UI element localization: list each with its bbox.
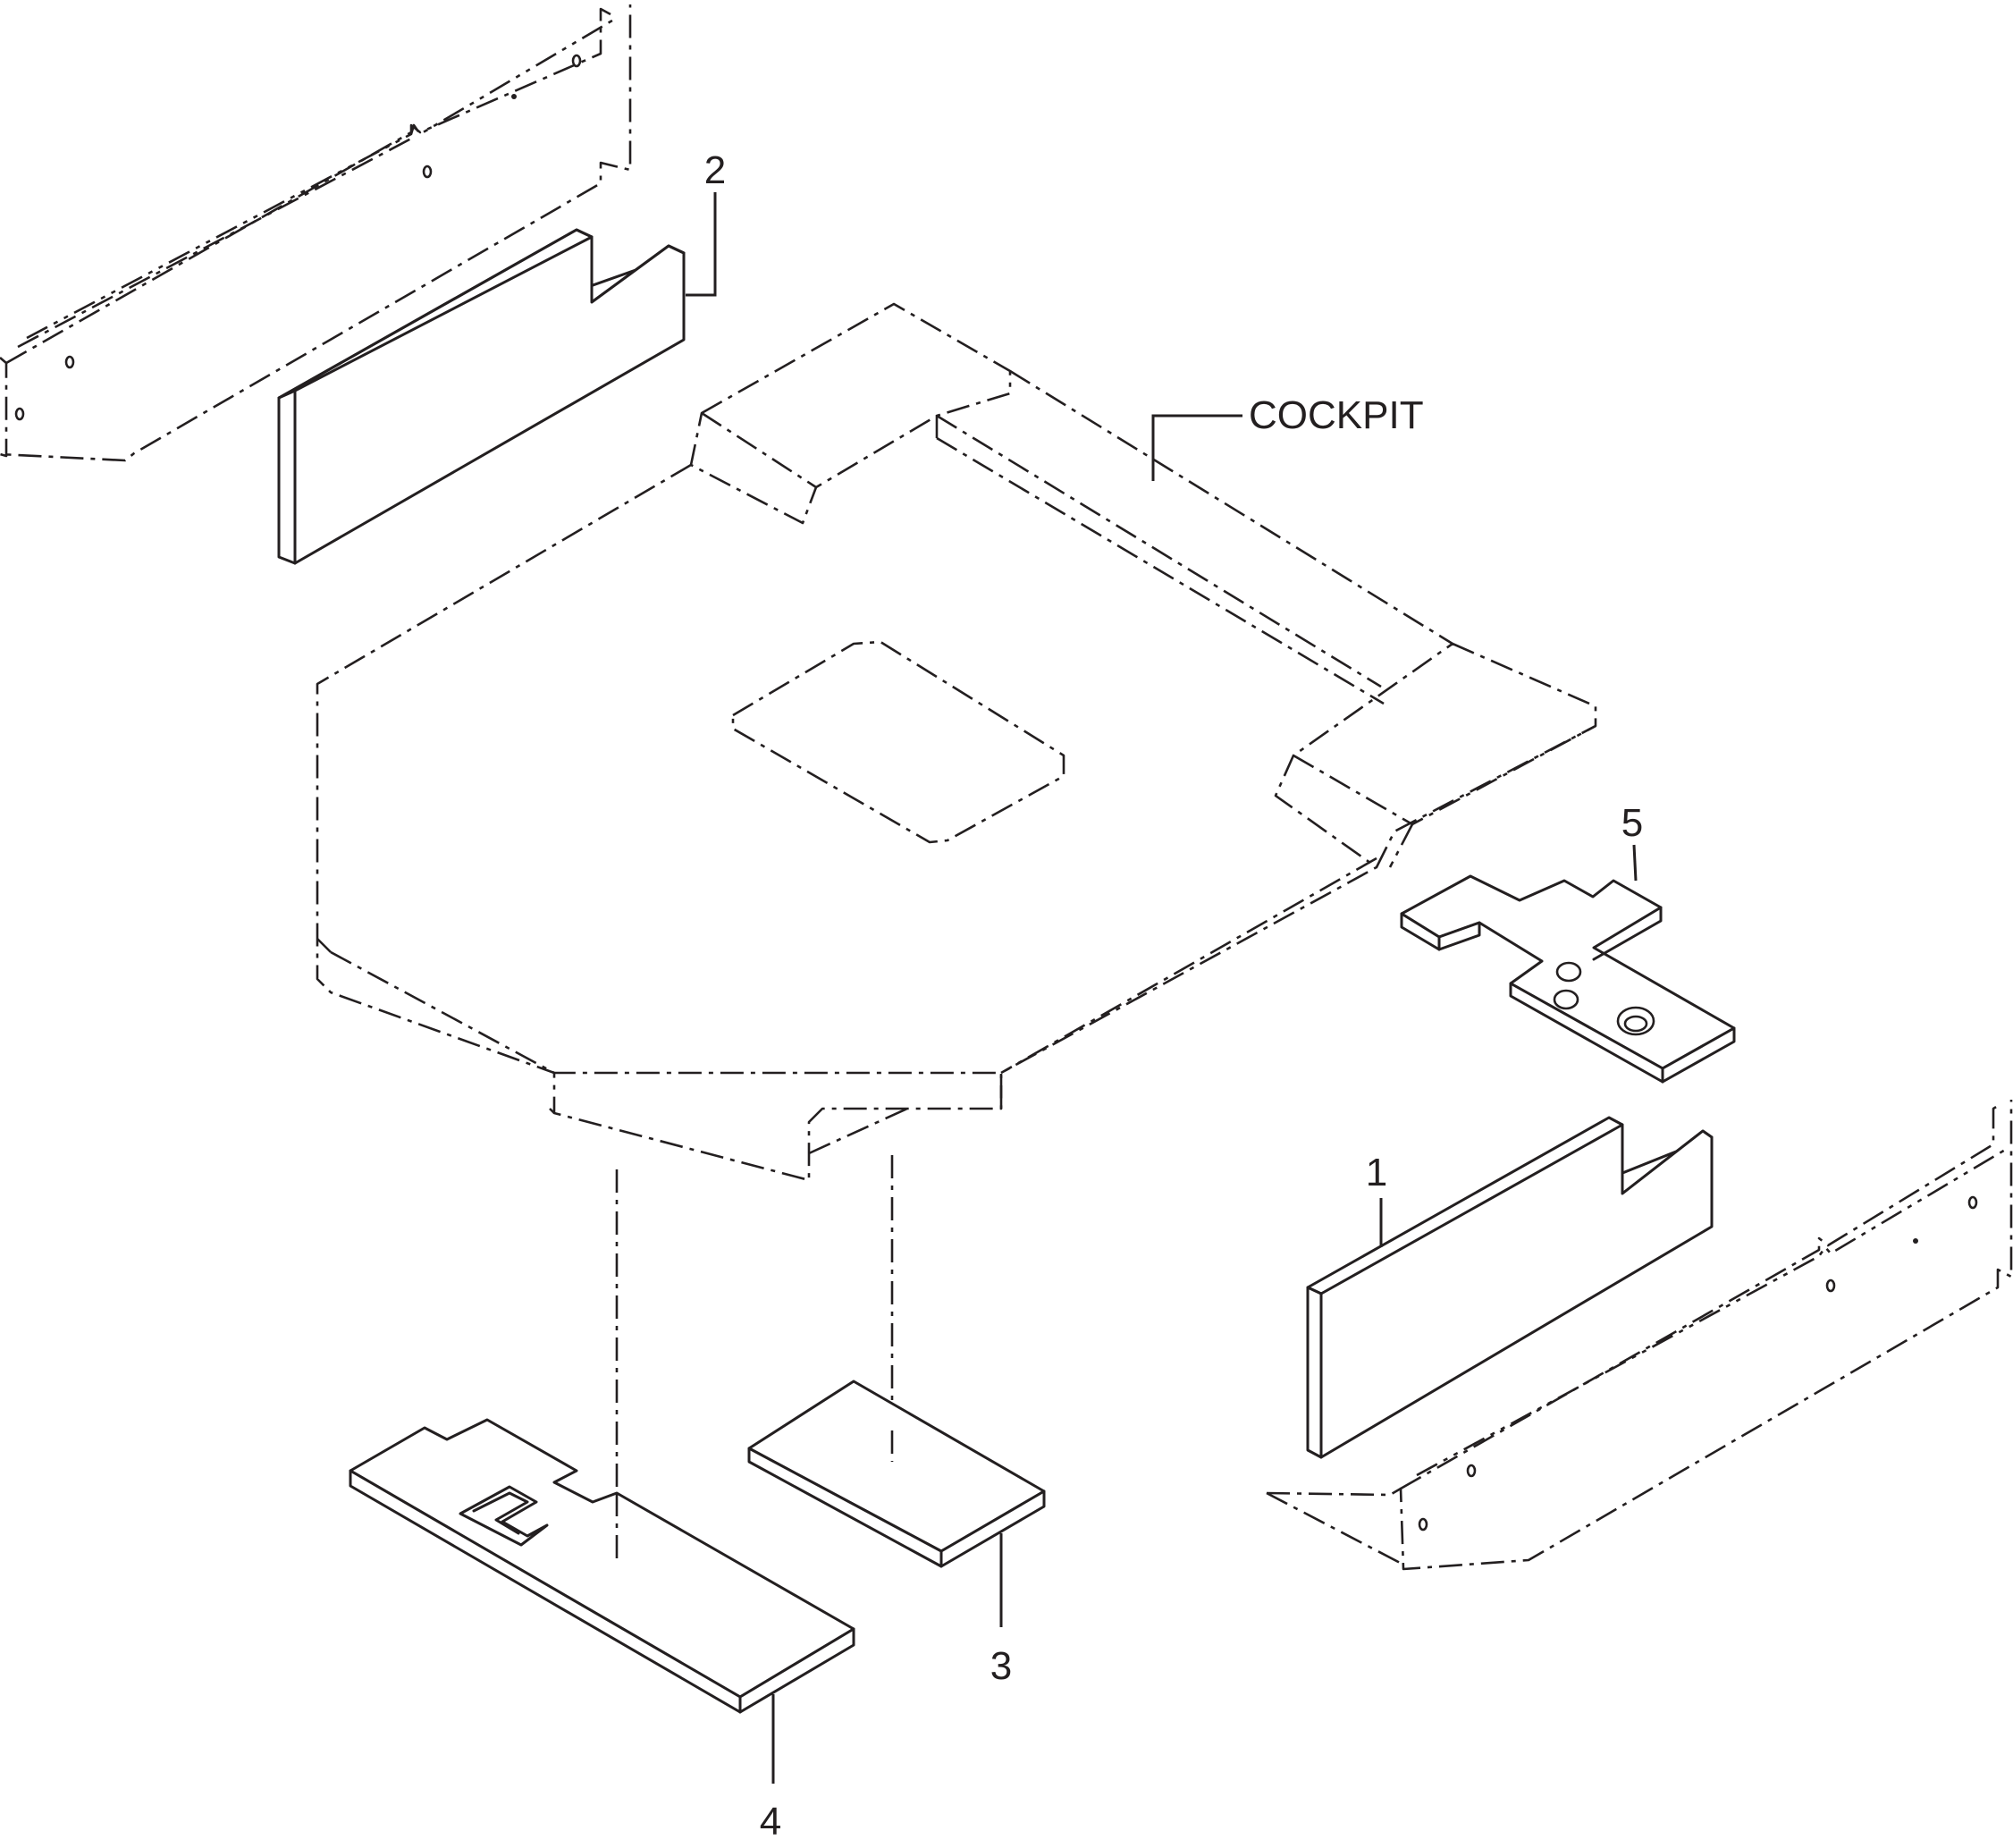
callout-2: 2 bbox=[704, 148, 726, 192]
callout-4: 4 bbox=[760, 1800, 781, 1844]
part-2-pad: 2 bbox=[277, 148, 726, 565]
cockpit-label: COCKPIT bbox=[1249, 393, 1424, 437]
part-1-pad: 1 bbox=[1306, 1116, 1714, 1459]
cockpit-outline: COCKPIT bbox=[316, 302, 1597, 1182]
left-side-panel bbox=[0, 4, 632, 462]
part-3-pad: 3 bbox=[747, 1380, 1046, 1688]
right-side-panel bbox=[1266, 1100, 2013, 1571]
callout-3: 3 bbox=[990, 1644, 1012, 1688]
part-4-pad: 4 bbox=[349, 1418, 855, 1844]
callout-1: 1 bbox=[1366, 1151, 1387, 1194]
part-5-plate: 5 bbox=[1400, 801, 1736, 1084]
callout-5: 5 bbox=[1621, 801, 1643, 845]
